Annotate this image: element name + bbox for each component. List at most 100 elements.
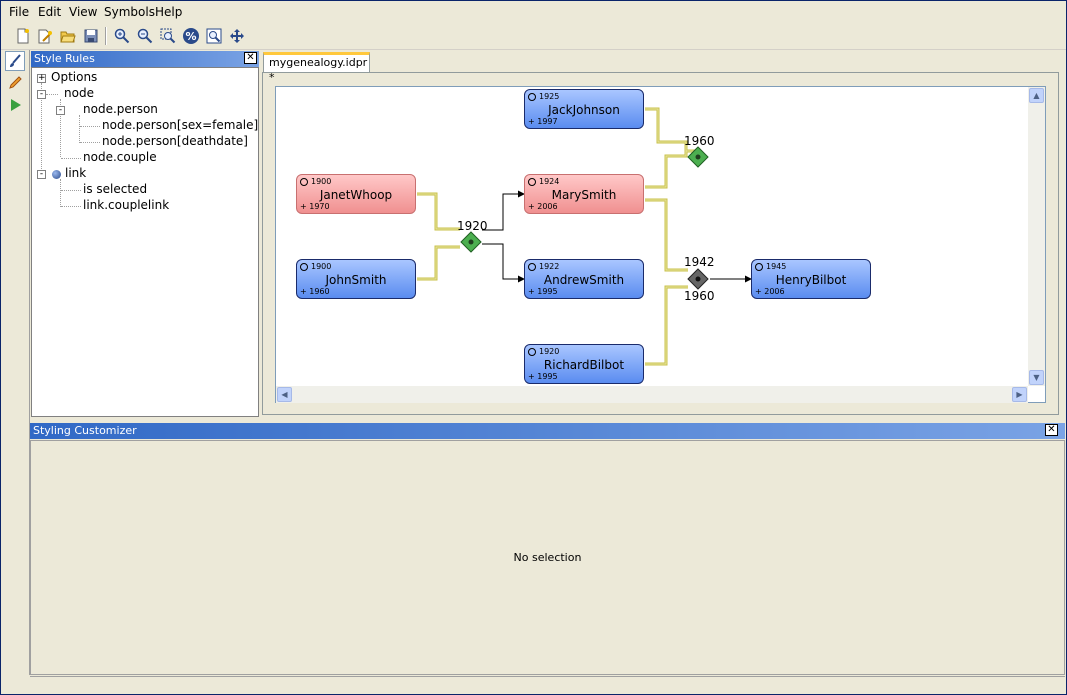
death-year: + 1970 [300,202,330,211]
scroll-right-icon[interactable]: ▶ [1012,387,1027,402]
birth-text: 1900 [311,177,332,186]
death-cross-icon: + [528,287,538,296]
death-year: + 1960 [300,287,330,296]
death-cross-icon: + [300,202,310,211]
tree-guide [80,126,100,127]
arrowhead [745,275,752,283]
link-layer [417,107,752,366]
person-node-jack[interactable]: 1925 JackJohnson + 1997 [524,89,644,129]
arrowhead [518,275,525,283]
zoom-out-icon[interactable] [135,26,155,46]
death-cross-icon: + [300,287,310,296]
tree-item-node-person-deathdate[interactable]: node.person[deathdate] [102,134,248,148]
menu-help[interactable]: Help [155,5,183,19]
close-style-rules-icon[interactable]: ✕ [244,52,257,64]
fit-page-icon[interactable] [204,26,224,46]
tree-item-node-person[interactable]: node.person [83,102,158,116]
couple-node-c1 [460,231,482,253]
person-name: JohnSmith [325,273,387,287]
person-node-john[interactable]: 1900 JohnSmith + 1960 [296,259,416,299]
death-year: + 1995 [528,372,558,381]
style-brush-icon[interactable] [5,51,25,71]
zoom-percent-icon[interactable]: % [181,26,201,46]
style-rules-title: Style Rules [34,52,95,65]
tree-item-link-couplelink[interactable]: link.couplelink [83,198,170,212]
couple-c3-year: 1942 [684,255,715,269]
birth-text: 1945 [766,262,787,271]
person-node-andrew[interactable]: 1922 AndrewSmith + 1995 [524,259,644,299]
expand-options-icon[interactable]: + [37,73,46,83]
birth-icon [528,177,536,186]
tree-item-node-couple[interactable]: node.couple [83,150,157,164]
menu-view[interactable]: View [69,5,98,19]
menu-edit[interactable]: Edit [38,5,62,19]
couple-c2-year: 1960 [684,134,715,148]
birth-icon [300,177,308,186]
no-selection-text: No selection [513,551,582,564]
pan-icon[interactable] [227,26,247,46]
style-rules-panel: + Options - node - node.person node.pers… [31,67,259,417]
play-icon[interactable] [5,95,25,115]
pencil-icon[interactable] [5,73,25,93]
open-folder-icon[interactable] [58,26,78,46]
person-node-richard[interactable]: 1920 RichardBilbot + 1995 [524,344,644,384]
tree-guide [80,142,100,143]
birth-year: 1900 [300,262,331,271]
tree-guide [60,179,61,207]
birth-icon [528,262,536,271]
scroll-up-icon[interactable]: ▲ [1029,88,1044,103]
menu-symbols[interactable]: Symbols [104,5,155,19]
tree-item-node[interactable]: node [64,86,94,100]
open-wizard-icon[interactable] [35,26,55,46]
close-customizer-icon[interactable]: ✕ [1045,424,1058,436]
couple-c1-year: 1920 [457,219,488,233]
couple-node-c2 [687,146,709,168]
death-text: 1995 [537,372,558,381]
death-year: + 1997 [528,117,558,126]
new-file-icon[interactable] [13,26,33,46]
person-node-henry[interactable]: 1945 HenryBilbot + 2006 [751,259,871,299]
tree-item-link[interactable]: link [65,166,87,180]
tree-guide [79,115,80,143]
death-cross-icon: + [528,372,538,381]
child-link [482,243,519,280]
horizontal-scrollbar[interactable]: ◀ ▶ [276,386,1028,403]
tree-guide [61,206,81,207]
birth-year: 1922 [528,262,559,271]
collapse-node-person-icon[interactable]: - [56,106,65,115]
birth-icon [755,262,763,271]
collapse-node-icon[interactable]: - [37,90,46,99]
style-rules-title-bar: Style Rules ✕ [31,51,259,67]
birth-icon [528,347,536,356]
person-name: JackJohnson [548,103,620,117]
zoom-box-icon[interactable] [158,26,178,46]
toolbar: % [1,23,1066,50]
birth-text: 1922 [539,262,560,271]
death-year: + 1995 [528,287,558,296]
tree-guide [61,158,81,159]
genealogy-canvas[interactable]: 1920 1960 1942 1960 1925 JackJohnson + 1… [275,86,1046,403]
link-rule-icon [52,170,61,179]
birth-icon [528,92,536,101]
tree-item-is-selected[interactable]: is selected [83,182,148,196]
save-icon[interactable] [81,26,101,46]
vertical-scrollbar[interactable]: ▲ ▼ [1028,87,1045,386]
collapse-link-icon[interactable]: - [37,170,46,179]
tree-item-node-person-female[interactable]: node.person[sex=female] [102,118,259,132]
death-cross-icon: + [528,202,538,211]
menu-bar: File Edit View Symbols Help [1,1,1066,22]
person-name: AndrewSmith [543,273,625,287]
tree-guide [46,94,58,95]
scroll-left-icon[interactable]: ◀ [277,387,292,402]
person-node-janet[interactable]: 1900 JanetWhoop + 1970 [296,174,416,214]
zoom-in-icon[interactable] [112,26,132,46]
death-text: 1995 [537,287,558,296]
person-node-mary[interactable]: 1924 MarySmith + 2006 [524,174,644,214]
birth-text: 1924 [539,177,560,186]
tree-item-options[interactable]: Options [51,70,98,84]
tab-mygenealogy[interactable]: mygenealogy.idpr * [263,52,370,84]
death-text: 2006 [764,287,785,296]
menu-file[interactable]: File [9,5,30,19]
scroll-down-icon[interactable]: ▼ [1029,370,1044,385]
death-year: + 2006 [755,287,785,296]
